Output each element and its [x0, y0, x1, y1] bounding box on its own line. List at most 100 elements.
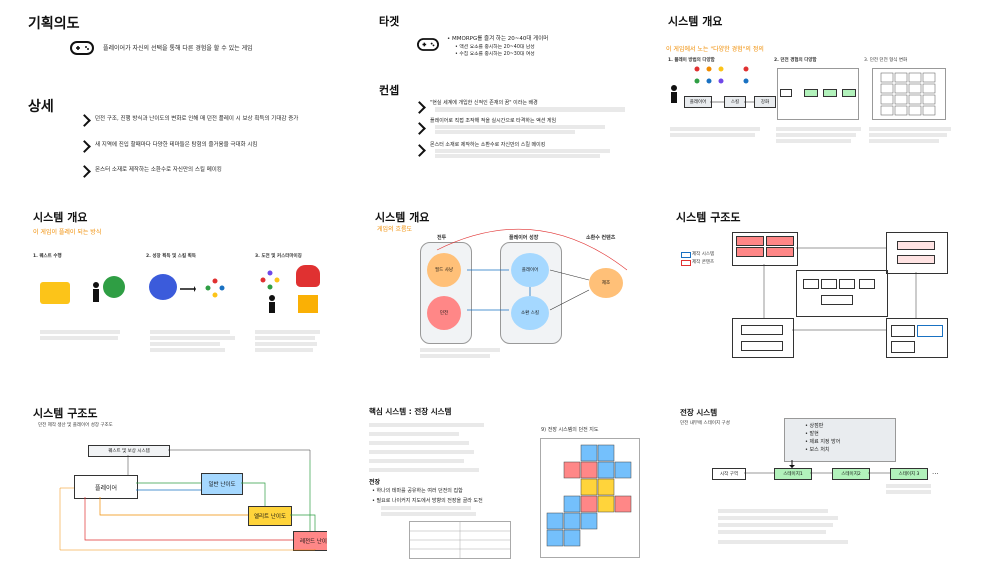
player-box: 플레이어 — [684, 96, 712, 108]
combat-label: 전투 — [437, 235, 447, 241]
summon-label: 소환수 컨텐츠 — [586, 235, 616, 241]
planning-intent-title: 기획의도 — [28, 16, 80, 32]
summary-text — [869, 127, 951, 131]
battlefield-system-subtitle: 던전 내부에 스테이지 구성 — [680, 421, 730, 426]
battlefield-bullet: • 하나의 테마를 공유하는 여러 던전의 집합 — [372, 488, 463, 494]
target-item-text: 액션 요소를 중시하는 20~40대 남성 — [459, 45, 535, 50]
system-overview-subtitle: 이 게임이 플레이 되는 방식 — [33, 229, 102, 236]
summary-text — [255, 342, 317, 346]
strengthen-box: 강화 — [754, 96, 776, 108]
grid-cell — [894, 94, 908, 105]
slide-system-structure-1: 시스템 구조도 제작 시스템 제작 콘텐츠 — [654, 190, 982, 380]
popup-item-text: 제료 지정 방어 — [809, 439, 841, 445]
slide-planning-intent: 기획의도 플레이어가 자신의 선택을 통해 다른 경험을 할 수 있는 게임 상… — [0, 0, 327, 190]
description-text — [381, 506, 471, 510]
player-node: 플레이어 — [511, 253, 549, 287]
gamepad-icon — [70, 40, 94, 56]
system-overview-title: 시스템 개요 — [668, 15, 723, 28]
skill-dots — [694, 66, 749, 84]
description-text — [369, 432, 459, 436]
slide-game-flow: 시스템 개요 게임의 흐름도 전투 플레이어 성장 소환수 컨텐츠 필드 사냥 … — [327, 190, 654, 380]
description-text — [369, 423, 484, 427]
summary-text — [150, 330, 230, 334]
summary-text — [40, 330, 120, 334]
game-flow-title: 시스템 개요 — [375, 211, 430, 224]
game-flow-subtitle: 게임의 흐름도 — [377, 226, 413, 233]
grid-cell — [908, 72, 922, 83]
description-text — [886, 484, 931, 488]
level-up-icon — [103, 276, 125, 298]
summary-text — [420, 348, 500, 352]
structure-bottom-left — [732, 318, 794, 358]
chevron-right-icon — [413, 144, 426, 157]
map-room — [580, 461, 598, 479]
legend-difficulty-box: 레전드 난이도 — [293, 531, 327, 551]
map-room — [546, 512, 564, 530]
flow-arrows — [710, 101, 754, 103]
grid-cell — [880, 72, 894, 83]
chevron-right-icon — [413, 122, 426, 135]
grid-cell — [880, 94, 894, 105]
dungeon-diagram — [777, 68, 859, 120]
battlefield-system-title: 전장 시스템 — [680, 408, 718, 417]
flow-lines — [436, 228, 628, 311]
player-box: 플레이어 — [74, 475, 138, 499]
grid-cell — [894, 72, 908, 83]
gamepad-icon — [417, 37, 439, 52]
col-header: 2. 던전 경험의 다양함 — [774, 58, 817, 63]
system-structure-title: 시스템 구조도 — [676, 211, 741, 224]
popup-item: • 보스 처치 — [805, 447, 830, 453]
skill-dots — [260, 270, 280, 290]
map-room — [563, 461, 581, 479]
description-text — [369, 441, 469, 445]
battlefield-bullet-text: 필요로 나이커지 지도에서 방향의 전장을 골라 도전 — [376, 498, 483, 504]
detail-item: 새 지역에 진입 할때마다 다양한 테마들은 탐험의 즐거움을 극대화 시킴 — [95, 142, 258, 148]
map-room — [563, 529, 581, 547]
summary-text — [776, 139, 851, 143]
battlefield-bullet: • 필요로 나이커지 지도에서 방향의 전장을 골라 도전 — [372, 498, 483, 504]
concept-item: 플레이어로 직접 조작해 적을 실시간으로 타격하는 액션 게임 — [430, 118, 557, 124]
detail-title: 상세 — [28, 99, 54, 115]
chevron-right-icon — [78, 165, 91, 178]
battlefield-section: 전장 — [369, 479, 381, 486]
description-text — [886, 490, 931, 494]
description-text — [369, 450, 474, 454]
concept-sub — [435, 154, 600, 158]
structure-links — [59, 449, 316, 551]
legend-label: 제작 콘텐츠 — [692, 260, 715, 265]
concept-item: "현실 세계에 개입한 신적인 존재의 꿈" 이라는 배경 — [430, 100, 538, 106]
grid-cell — [908, 105, 922, 116]
system-overview-title: 시스템 개요 — [33, 211, 88, 224]
target-item: • 수집 요소를 중시하는 20~30대 여성 — [455, 52, 535, 57]
legend-label: 제작 시스템 — [692, 252, 715, 257]
system-overview-subtitle: 이 게임에서 노는 "다양한 경험"의 정의 — [666, 46, 764, 53]
description-text — [718, 530, 826, 534]
map-room — [597, 461, 615, 479]
summary-text — [150, 342, 220, 346]
grid-cell — [922, 105, 936, 116]
popup-item: • 발현 — [805, 431, 819, 437]
stage-arrows — [744, 460, 890, 474]
grid-cell — [880, 83, 894, 94]
concept-title: 컨셉 — [379, 84, 400, 97]
summary-text — [670, 133, 755, 137]
map-title: 9) 전장 시스템의 던전 지도 — [541, 427, 599, 433]
chevron-right-icon — [413, 101, 426, 114]
map-room — [546, 529, 564, 547]
summary-text — [420, 354, 490, 358]
dungeon-grid — [872, 68, 946, 120]
detail-item: 몬스터 소재로 제작하는 소환수로 자신만의 스킬 메이킹 — [95, 167, 222, 173]
person-icon — [92, 282, 100, 302]
legend-swatch — [681, 260, 691, 266]
map-room — [563, 512, 581, 530]
arrow-right-icon — [180, 286, 196, 292]
map-room — [580, 478, 598, 496]
target-title: 타겟 — [379, 15, 400, 28]
summary-text — [255, 330, 320, 334]
summary-text — [776, 127, 861, 131]
popup-item-text: 보스 처치 — [809, 447, 830, 453]
grid-cell — [922, 83, 936, 94]
field-hunt-node: 필드 사냥 — [427, 253, 461, 287]
map-room — [580, 512, 598, 530]
scroll-icon — [40, 282, 70, 304]
